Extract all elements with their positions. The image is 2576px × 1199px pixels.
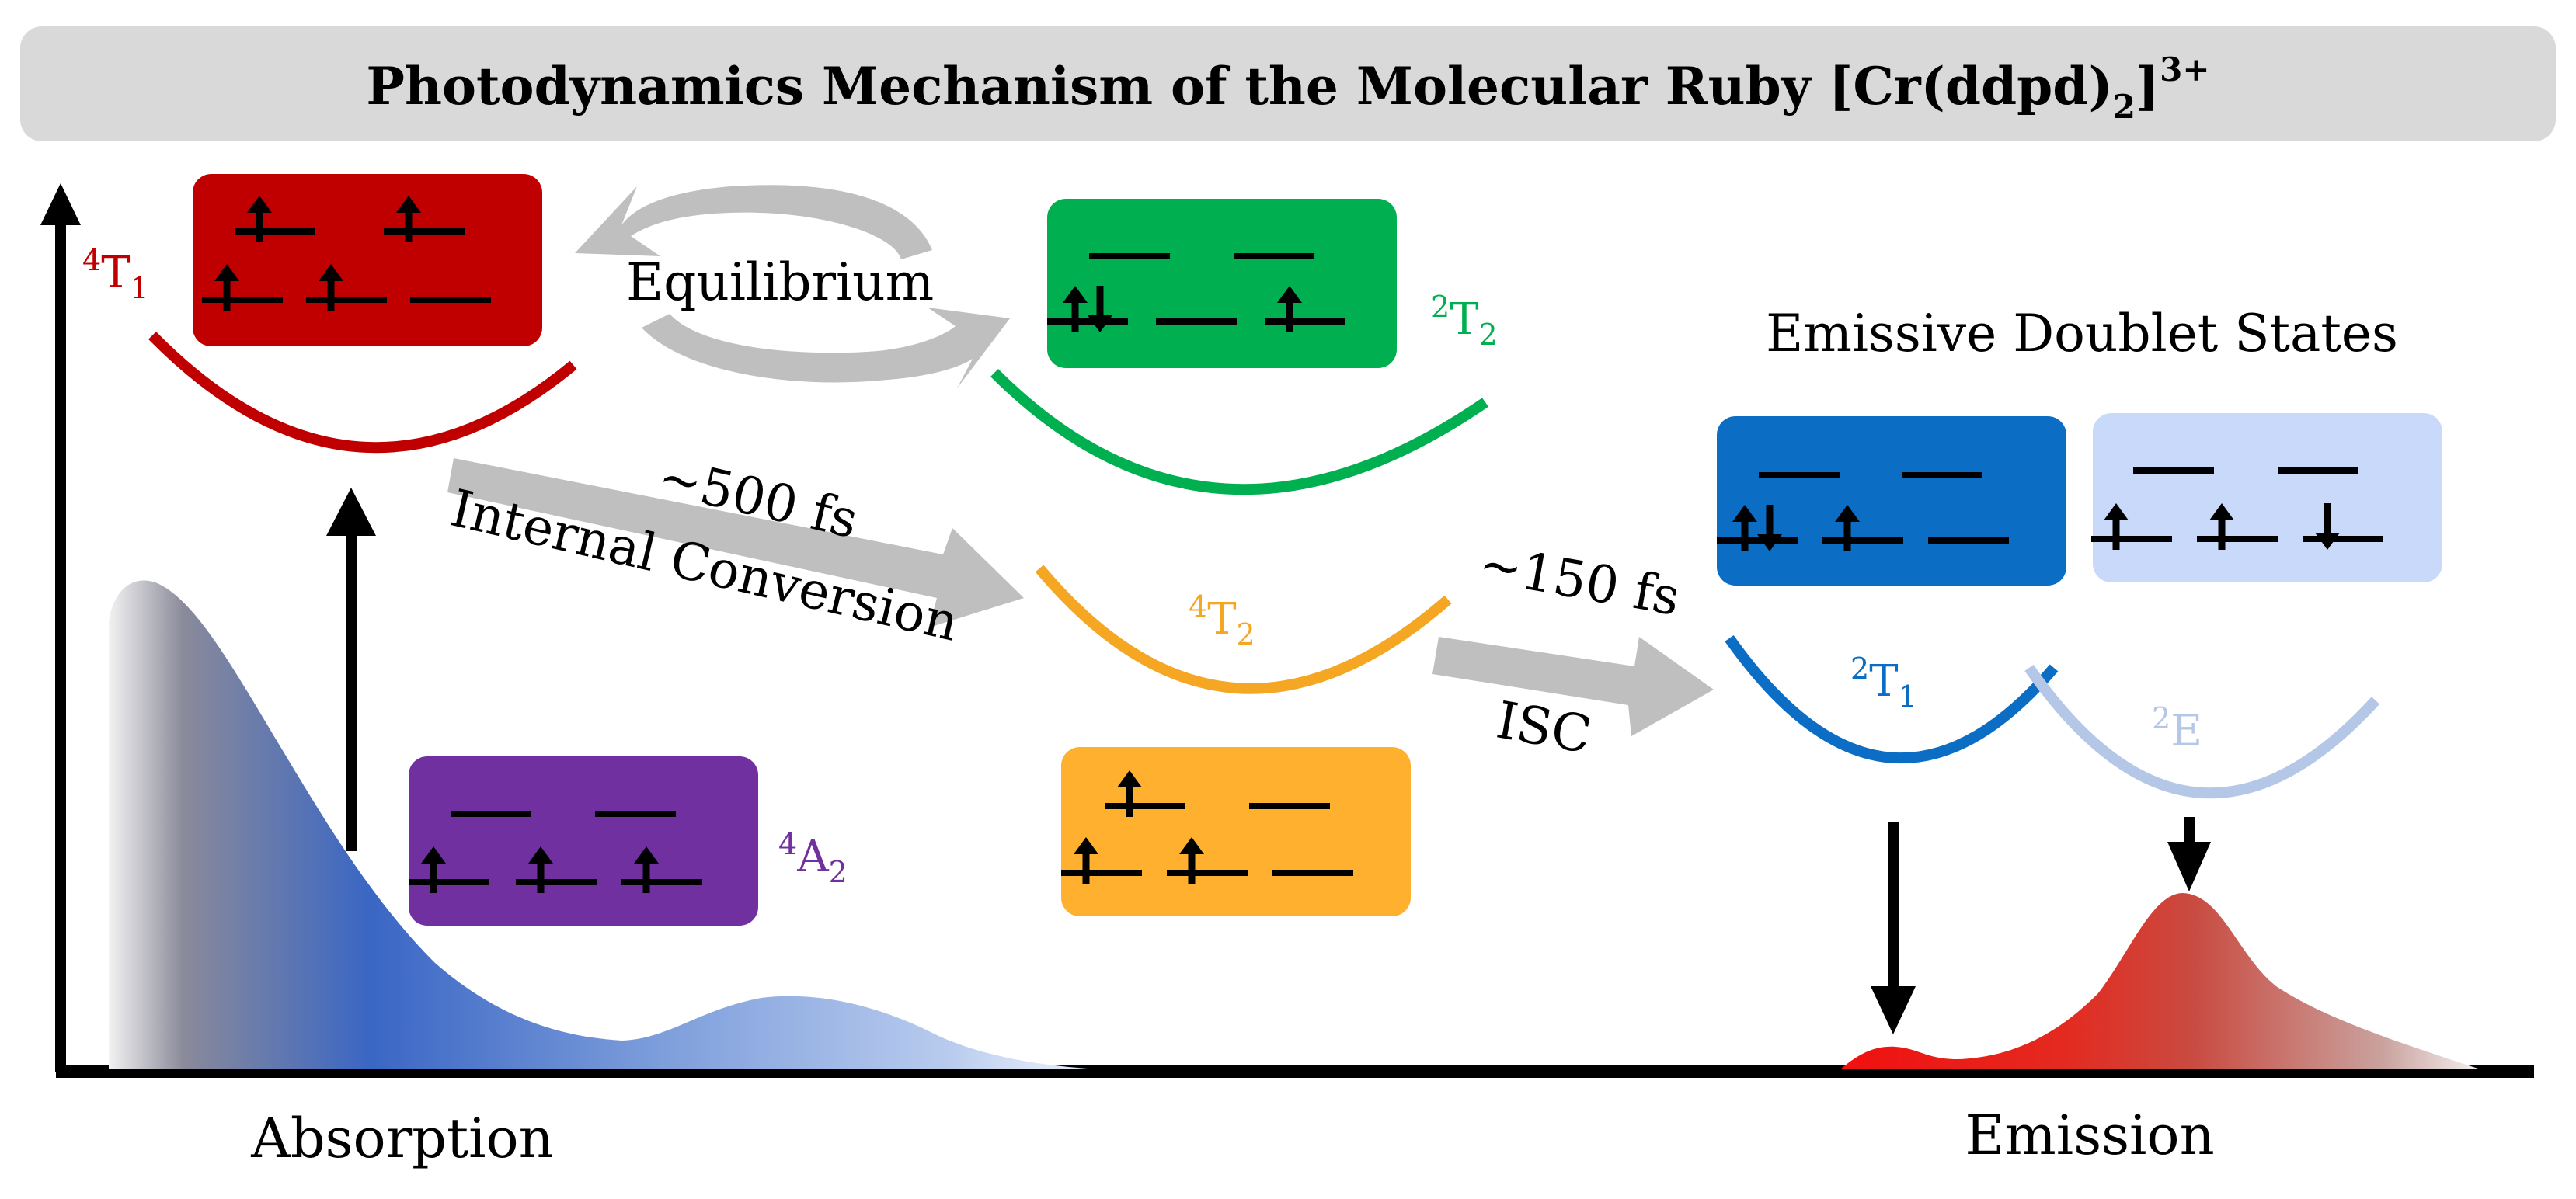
excitation-arrow — [326, 488, 376, 851]
curve-2T2 — [990, 369, 1488, 495]
page-title: Photodynamics Mechanism of the Molecular… — [366, 50, 2209, 126]
orbital-box-4A2 — [409, 756, 758, 926]
absorption-label: Absorption — [250, 1107, 553, 1170]
spin-up-arrowhead — [1063, 286, 1088, 303]
curve-2E — [2024, 664, 2380, 799]
emission-label: Emission — [1965, 1103, 2214, 1167]
spin-up-arrowhead — [319, 264, 343, 281]
internal-conversion-arrow — [447, 458, 1024, 627]
spin-up-arrowhead — [247, 196, 272, 213]
axes — [40, 183, 2534, 1078]
spin-down-arrowhead — [2315, 533, 2340, 550]
spin-up-arrowhead — [421, 846, 446, 864]
emissive-states-heading: Emissive Doublet States — [1766, 304, 2398, 363]
curve-2T1 — [1725, 634, 2059, 764]
spin-down-arrowhead — [1757, 534, 1782, 551]
equilibrium-arrows — [575, 185, 1010, 388]
emission-arrow-2E — [2167, 817, 2211, 891]
spin-up-arrowhead — [1117, 770, 1142, 787]
spin-up-arrowhead — [1179, 837, 1204, 854]
isc-time-label: ~150 fs — [1474, 533, 1684, 627]
state-label-2E: 2E — [2152, 701, 2202, 756]
state-label-4T1: 4T1 — [82, 243, 149, 305]
curve-4T1 — [148, 332, 577, 454]
state-label-2T1: 2T1 — [1850, 652, 1917, 714]
y-axis-arrowhead — [40, 183, 81, 225]
emission-spectrum — [1841, 893, 2478, 1069]
orbital-box-2E — [2091, 413, 2442, 582]
equilibrium-label: Equilibrium — [626, 252, 934, 312]
curve-4T2 — [1035, 565, 1452, 694]
equilibrium-arrow-back — [575, 185, 932, 259]
orbital-box-2T1 — [1717, 416, 2066, 586]
isc-label: ISC — [1492, 690, 1596, 766]
equilibrium-arrow-forward — [642, 308, 1010, 388]
spin-up-arrowhead — [396, 196, 421, 213]
spin-up-arrowhead — [528, 846, 553, 864]
spin-up-arrowhead — [1835, 505, 1860, 522]
spin-up-arrowhead — [214, 264, 239, 281]
spin-up-arrowhead — [634, 846, 659, 864]
spin-up-arrowhead — [1732, 505, 1757, 522]
spin-up-arrowhead — [2209, 503, 2234, 520]
spin-up-arrowhead — [1074, 837, 1098, 854]
spin-up-arrowhead — [1277, 286, 1302, 303]
emission-arrow-2T1 — [1871, 822, 1916, 1034]
orbital-box-4T2 — [1061, 747, 1411, 916]
spin-down-arrowhead — [1088, 315, 1112, 332]
isc-arrow — [1432, 637, 1714, 736]
spin-up-arrowhead — [2104, 503, 2129, 520]
absorption-spectrum — [109, 580, 1088, 1069]
title-background — [20, 26, 2556, 141]
state-label-4T2: 4T2 — [1189, 589, 1255, 652]
state-label-2T2: 2T2 — [1431, 290, 1498, 352]
state-label-4A2: 4A2 — [778, 827, 848, 889]
title-bar: Photodynamics Mechanism of the Molecular… — [20, 26, 2556, 141]
orbital-box-4T1 — [193, 174, 542, 346]
orbital-box-2T2 — [1047, 199, 1397, 368]
